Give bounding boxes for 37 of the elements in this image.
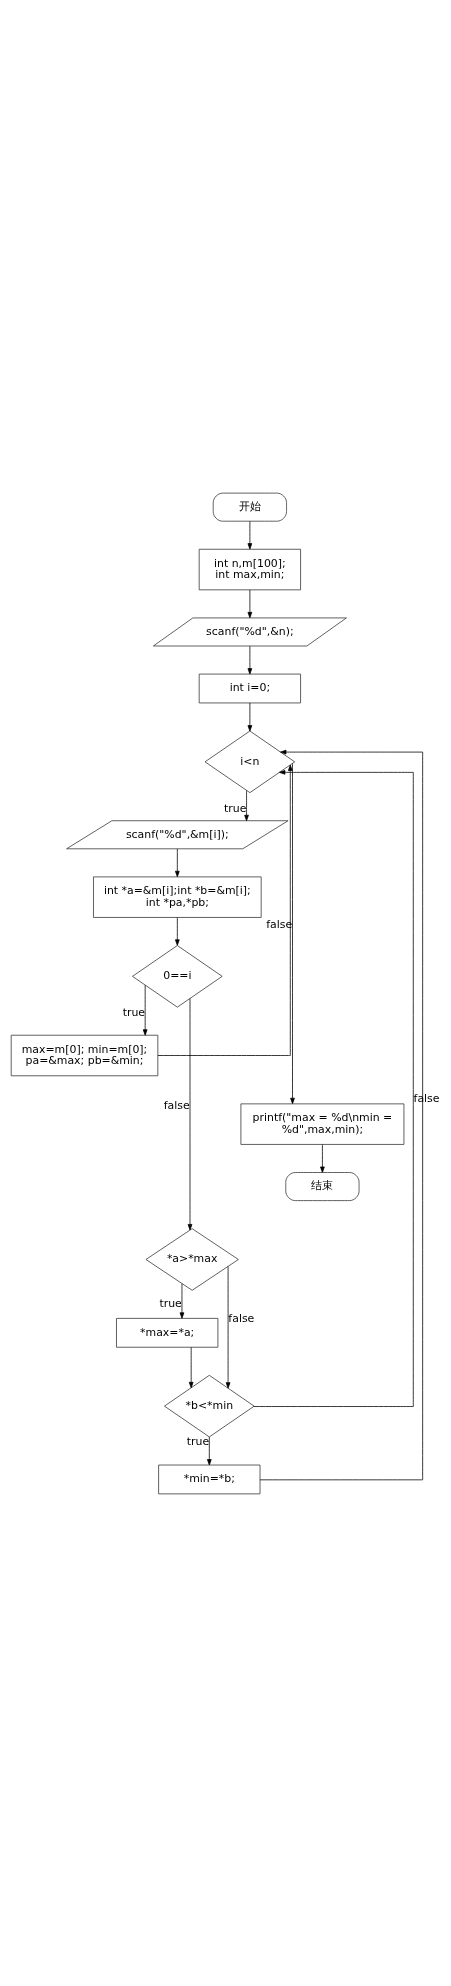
node-box: 结束 <box>285 1171 360 1201</box>
edge-label: false <box>228 1311 255 1325</box>
arrow <box>247 589 253 618</box>
arrow <box>175 848 180 877</box>
node-diamond: 0==i <box>132 944 223 1008</box>
node-diamond: *a>*max <box>145 1227 239 1291</box>
edge-label: false <box>163 1098 190 1112</box>
node-box: *min=*b; <box>158 1464 261 1494</box>
arrow <box>259 749 424 1480</box>
edge-label: true <box>159 1296 182 1310</box>
arrow <box>142 984 148 1036</box>
arrow <box>187 997 193 1230</box>
edge-label: false <box>266 917 293 931</box>
edge-label: true <box>224 801 247 815</box>
arrow <box>247 645 253 674</box>
node-box: 开始 <box>212 492 287 522</box>
arrow <box>247 520 253 549</box>
arrow <box>244 789 249 821</box>
edge-label: true <box>122 1005 146 1019</box>
node-box: max=m[0]; min=m[0]; pa=&max; pb=&min; <box>10 1034 159 1076</box>
arrow <box>179 1282 185 1319</box>
arrow <box>320 1143 325 1173</box>
node-box: int *a=&m[i];int *b=&m[i]; int *pa,*pb; <box>93 876 262 918</box>
arrow <box>247 702 253 731</box>
node-box: int n,m[100]; int max,min; <box>198 548 301 590</box>
arrow <box>290 762 295 1104</box>
node-box: printf("max = %d\nmin = %d",max,min); <box>240 1102 405 1145</box>
node-box: int i=0; <box>198 673 301 703</box>
arrow <box>225 1265 231 1388</box>
arrow <box>188 1346 194 1388</box>
arrow <box>253 769 414 1407</box>
arrow <box>175 916 180 946</box>
node-diamond: *b<*min <box>164 1374 255 1437</box>
edge-label: true <box>186 1434 210 1448</box>
arrow <box>157 764 293 1056</box>
node-box: *max=*a; <box>116 1317 219 1348</box>
arrow <box>207 1436 212 1465</box>
